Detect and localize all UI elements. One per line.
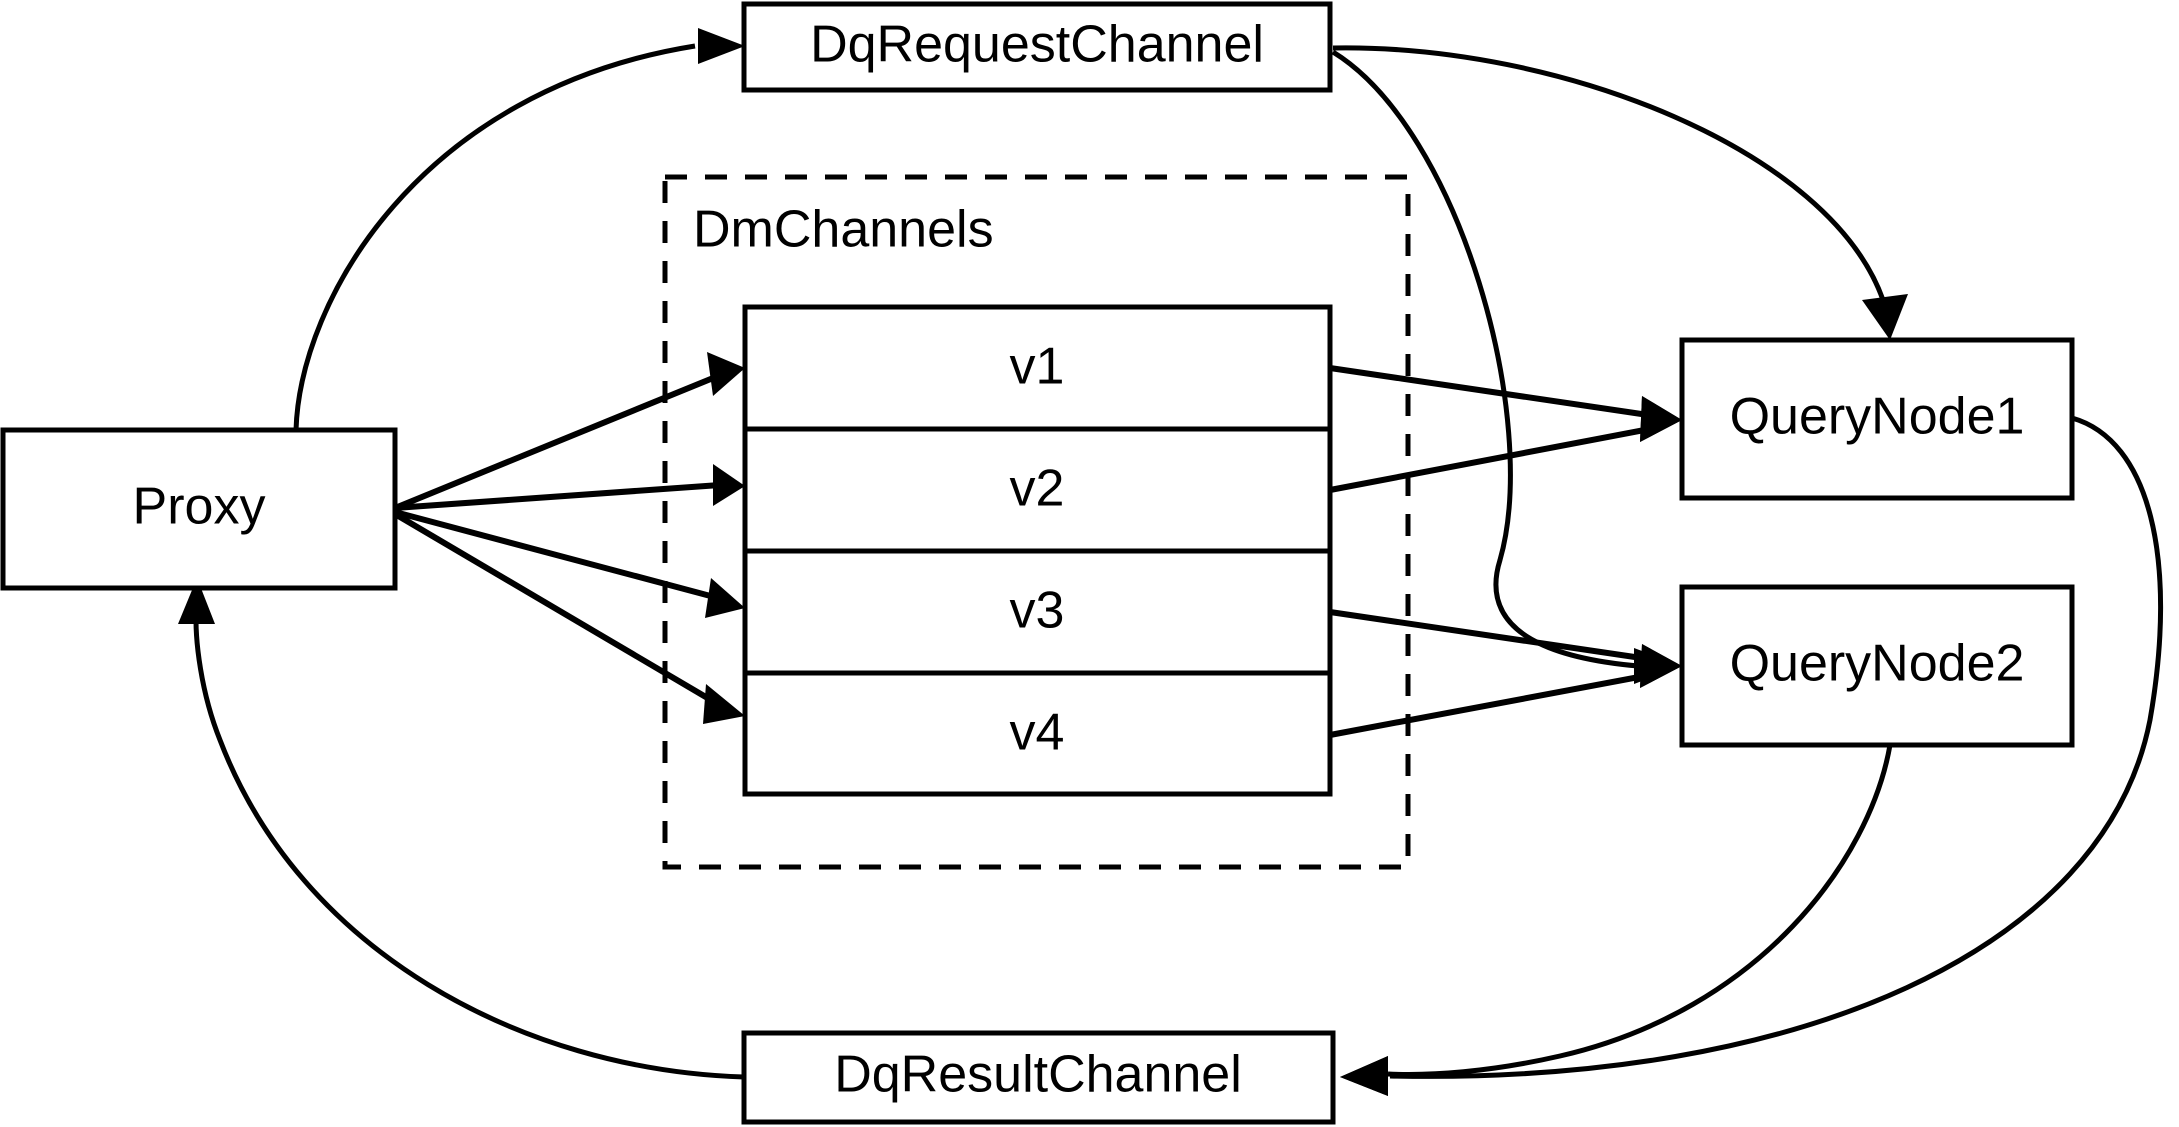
edge-proxy-to-v1 bbox=[393, 352, 745, 511]
arrow-head-icon bbox=[713, 464, 745, 506]
query-node-2-label: QueryNode2 bbox=[1730, 635, 2025, 693]
edge-querynode1-to-dqresultchannel bbox=[1340, 415, 2164, 1096]
dq-result-channel-box[interactable] bbox=[741, 1030, 1336, 1125]
edge-dqrequestchannel-to-querynode2 bbox=[1331, 49, 1682, 684]
arrow-head-icon bbox=[703, 684, 745, 724]
arrow-head-icon bbox=[707, 352, 745, 396]
arrow-head-icon bbox=[1340, 1056, 1388, 1096]
edge-v2-to-querynode1 bbox=[1329, 396, 1682, 493]
arrow-head-icon bbox=[1862, 294, 1908, 340]
query-node-2-box[interactable] bbox=[1679, 584, 2075, 748]
edge-proxy-to-dqrequestchannel bbox=[293, 28, 745, 431]
edge-proxy-to-v2 bbox=[394, 464, 745, 511]
edge-dqresultchannel-to-proxy bbox=[178, 578, 745, 1080]
edge-proxy-to-v4 bbox=[393, 511, 745, 724]
v-channel-label-v4: v4 bbox=[1010, 704, 1065, 762]
node-dq-result-channel[interactable]: DqResultChannel bbox=[741, 1030, 1336, 1125]
v-channel-label-v2: v2 bbox=[1010, 460, 1065, 518]
proxy-box[interactable] bbox=[0, 427, 398, 591]
arrow-head-icon bbox=[1640, 396, 1682, 442]
node-query-node-2[interactable]: QueryNode2 bbox=[1679, 584, 2075, 748]
v-channel-row-v4[interactable]: v4 bbox=[1010, 704, 1065, 762]
v-channel-table: v1 v2 v3 v4 bbox=[742, 304, 1333, 797]
edge-proxy-to-v3 bbox=[394, 509, 745, 618]
v-channel-row-v1[interactable]: v1 bbox=[1010, 338, 1065, 396]
v-channel-label-v1: v1 bbox=[1010, 338, 1065, 396]
node-proxy[interactable]: Proxy bbox=[0, 427, 398, 591]
dm-channels-dashed-border bbox=[662, 174, 1411, 870]
edge-v4-to-querynode2 bbox=[1329, 644, 1682, 738]
edge-dqrequestchannel-to-querynode1 bbox=[1332, 45, 1908, 340]
dq-result-channel-label: DqResultChannel bbox=[834, 1046, 1242, 1104]
v-channel-label-v3: v3 bbox=[1010, 582, 1065, 640]
v-channel-row-v2[interactable]: v2 bbox=[1010, 460, 1065, 518]
node-dq-request-channel[interactable]: DqRequestChannel bbox=[741, 1, 1333, 93]
arrow-head-icon bbox=[178, 578, 215, 624]
dq-request-channel-label: DqRequestChannel bbox=[810, 16, 1264, 74]
v-channel-row-v3[interactable]: v3 bbox=[1010, 582, 1065, 640]
arrow-head-icon bbox=[698, 28, 745, 64]
dq-request-channel-box[interactable] bbox=[741, 1, 1333, 93]
edge-querynode2-to-dqresultchannel bbox=[1340, 744, 1893, 1096]
dm-channels-group: DmChannels bbox=[662, 174, 1411, 870]
proxy-label: Proxy bbox=[133, 478, 266, 536]
arrow-head-icon bbox=[1640, 644, 1682, 688]
arrow-head-icon bbox=[705, 578, 745, 618]
query-node-1-box[interactable] bbox=[1679, 337, 2075, 501]
node-query-node-1[interactable]: QueryNode1 bbox=[1679, 337, 2075, 501]
dm-channels-label: DmChannels bbox=[693, 201, 994, 259]
query-node-1-label: QueryNode1 bbox=[1730, 388, 2025, 446]
